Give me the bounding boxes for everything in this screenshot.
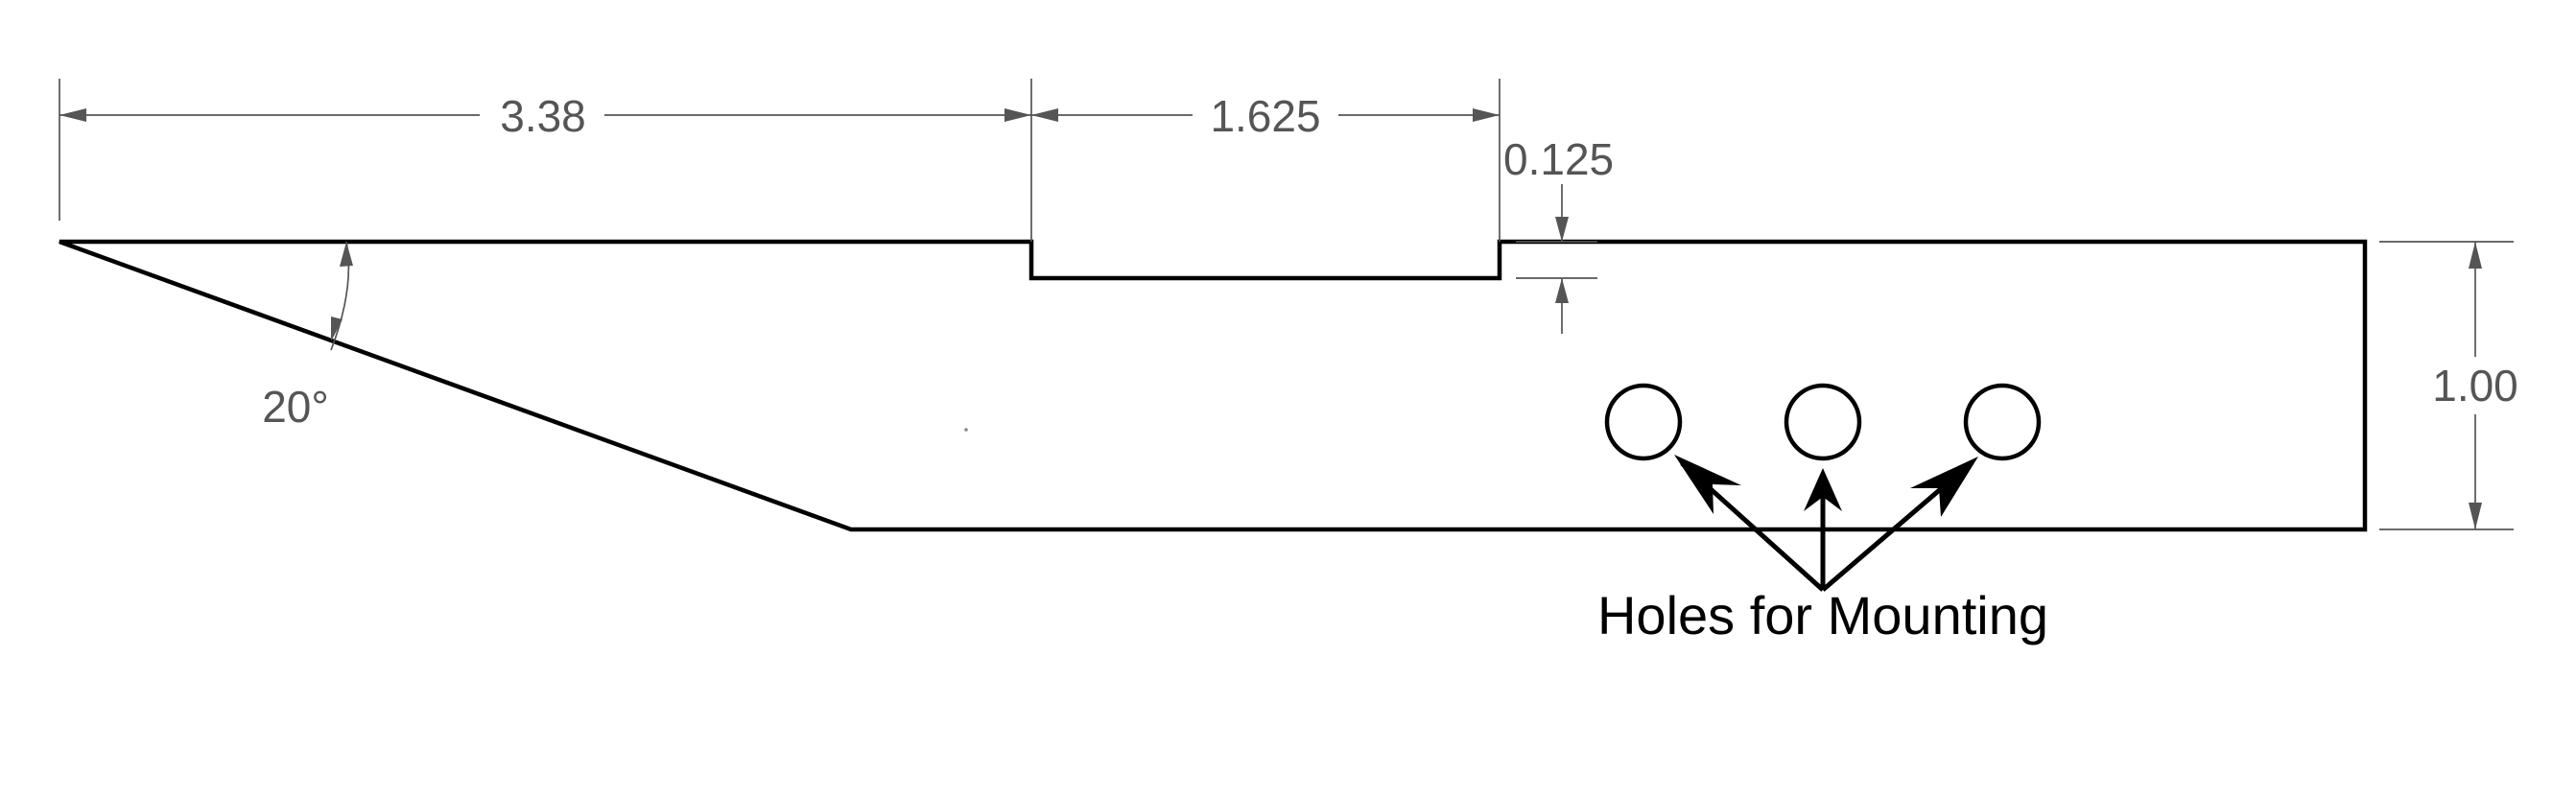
arrowhead-height-top xyxy=(2469,242,2482,269)
dimension-label-1-625: 1.625 xyxy=(1210,91,1320,141)
arrowhead-left-start xyxy=(59,108,86,122)
mounting-hole-3 xyxy=(1963,383,2042,461)
arrowhead-angle-bottom xyxy=(331,317,343,341)
leader-arrow-hole-2 xyxy=(1804,468,1842,511)
leader-arrow-hole-3 xyxy=(1910,457,1978,517)
dimension-label-0-125: 0.125 xyxy=(1503,134,1614,184)
dimension-label-3-38: 3.38 xyxy=(500,91,586,141)
dimension-slot-depth: 0.125 xyxy=(1503,134,1614,334)
dimension-angle: 20° xyxy=(262,241,353,432)
dimension-slot-width: 1.625 xyxy=(1031,79,1501,242)
callout-label: Holes for Mounting xyxy=(1597,585,2048,645)
arrowhead-left-end xyxy=(1004,108,1031,122)
dimension-label-20-degrees: 20° xyxy=(262,382,329,432)
arrowhead-slot-start xyxy=(1031,108,1058,122)
arrowhead-height-bottom xyxy=(2469,503,2482,529)
dimension-left-length: 3.38 xyxy=(59,79,1032,242)
mounting-hole-1 xyxy=(1604,383,1683,461)
dimension-height: 1.00 xyxy=(2379,241,2518,530)
mounting-holes-callout: Holes for Mounting xyxy=(1597,455,2048,645)
stray-dot xyxy=(964,428,968,432)
mounting-hole-2 xyxy=(1784,383,1862,461)
arrowhead-depth-top xyxy=(1555,217,1569,242)
dimension-label-1-00: 1.00 xyxy=(2432,361,2518,411)
part-outline xyxy=(59,239,2368,532)
arrowhead-depth-bottom xyxy=(1555,278,1569,303)
arrowhead-slot-end xyxy=(1473,108,1500,122)
arrowhead-angle-top xyxy=(340,242,353,267)
leader-arrow-hole-1 xyxy=(1674,455,1741,514)
